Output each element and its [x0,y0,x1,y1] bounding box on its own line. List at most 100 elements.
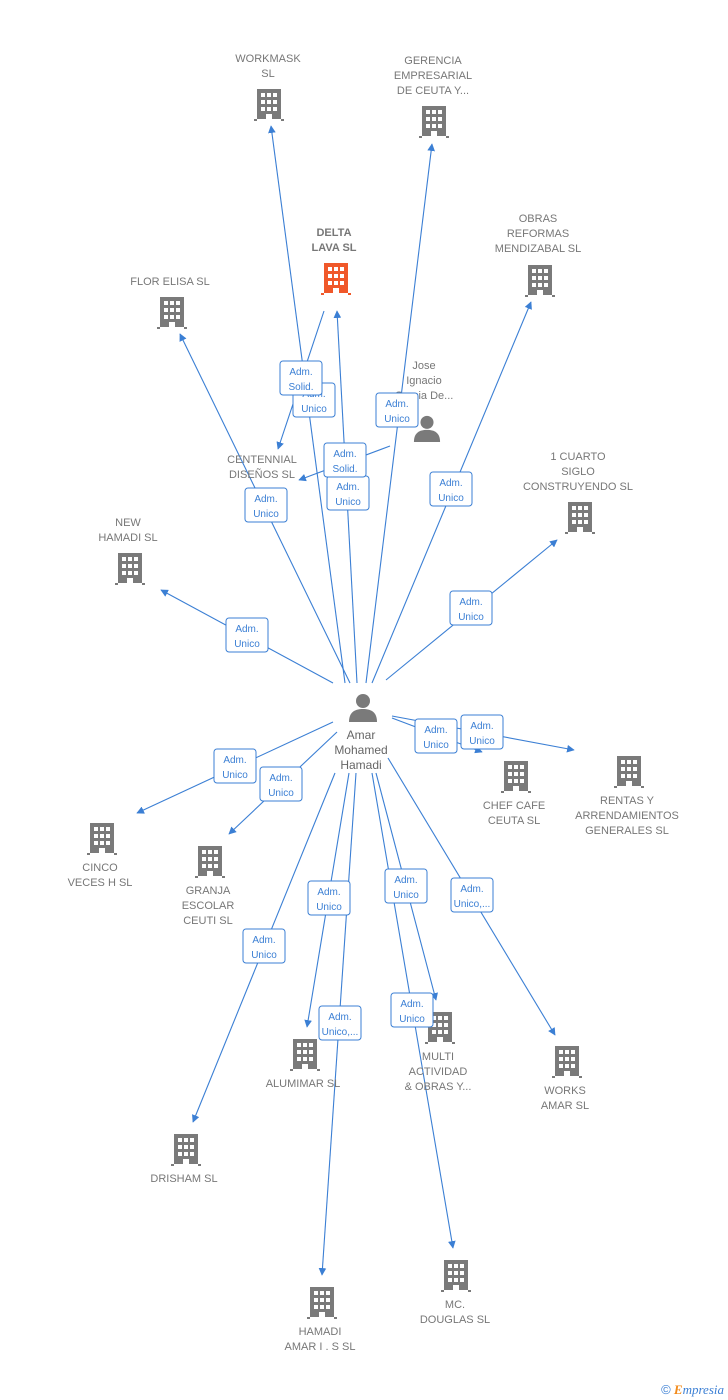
node-label-line: WORKMASK [235,53,301,65]
role-badge[interactable]: Adm. Unico [242,928,286,964]
building-icon [115,553,145,585]
role-badge[interactable]: Adm.Solid. [323,442,367,478]
role-text: Adm.Unico [469,721,495,747]
role-badge-frame [375,392,419,428]
node-label-line: Ignacio [406,375,441,387]
role-text-line: Adm. [317,887,340,898]
node-label: DELTA LAVA SL [311,227,356,254]
node-flor[interactable]: FLOR ELISA SL [130,276,210,329]
node-drisham[interactable]: DRISHAM SL [150,1134,218,1185]
node-label: DRISHAM SL [150,1173,217,1185]
role-text: Adm. Unico [251,935,277,961]
role-text-line: Adm. [235,624,258,635]
role-badge[interactable]: Adm.Unico [449,590,493,626]
role-badge[interactable]: Adm.Unico [460,714,504,750]
role-text-line: Unico [438,493,464,504]
role-badge[interactable]: Adm.Unico [213,748,257,784]
role-badge[interactable]: Adm.Unico [384,868,428,904]
role-text-line: Solid. [288,382,313,393]
node-label-line: MC. [445,1299,465,1311]
role-text-line: Unico [253,509,279,520]
role-text: Adm.Unico [253,494,279,520]
node-alumimar[interactable]: ALUMIMAR SL [266,1039,341,1090]
building-icon [525,265,555,297]
node-label-line: ALUMIMAR SL [266,1078,341,1090]
role-text-line: Unico [268,788,294,799]
role-text-line: Adm. [470,721,493,732]
node-label-line: CEUTI SL [183,915,233,927]
role-badge-frame [279,360,323,396]
role-badge-frame [449,590,493,626]
node-mc[interactable]: MC.DOUGLAS SL [420,1260,490,1326]
role-badge[interactable]: Adm.Unico [259,766,303,802]
node-label-line: CONSTRUYENDO SL [523,481,633,493]
role-badge-frame [259,766,303,802]
role-text-line: Unico [399,1014,425,1025]
node-delta[interactable]: DELTA LAVA SL [311,227,357,295]
node-label-line: NEW [115,517,141,529]
role-text-line: Adm. [439,478,462,489]
role-badge-frame [244,487,288,523]
role-text-line: Unico [222,770,248,781]
role-badge-frame [225,617,269,653]
role-badge[interactable]: Adm.Unico [326,475,370,511]
building-icon [157,297,187,329]
role-text-line: Adm. [289,367,312,378]
node-label-line: LAVA SL [311,242,356,254]
role-badge-frame [460,714,504,750]
node-label-line: DELTA [316,227,351,239]
role-badge[interactable]: Adm.Unico,... [450,877,494,913]
building-icon [552,1046,582,1078]
role-text-line: Unico [393,890,419,901]
node-label: FLOR ELISA SL [130,276,209,288]
brand-name: mpresia [682,1382,724,1397]
node-label-line: VECES H SL [68,877,133,889]
role-text: Adm.Unico [458,597,484,623]
role-badge-frame [213,748,257,784]
role-text-line: Unico [301,404,327,415]
role-text: Adm.Unico [316,887,342,913]
role-badge[interactable]: Adm.Unico [244,487,288,523]
node-label-line: ARRENDAMIENTOS [575,810,679,822]
role-text-line: Unico [335,497,361,508]
brand-initial: E [673,1382,683,1397]
building-icon [290,1039,320,1071]
role-badge[interactable]: Adm.Unico,... [318,1005,362,1041]
role-badge-frame [323,442,367,478]
role-badge[interactable]: Adm.Unico [375,392,419,428]
role-badge[interactable]: Adm. Solid. [279,360,323,396]
role-badge[interactable]: Adm.Unico [390,992,434,1028]
brand-footer: © Empresia [661,1382,724,1398]
node-label-line: & OBRAS Y... [405,1081,472,1093]
node-label-line: DE CEUTA Y... [397,85,469,97]
role-text-line: Adm. [459,597,482,608]
role-badge[interactable]: Adm.Unico [225,617,269,653]
role-text-line: Adm. [252,935,275,946]
building-icon [501,761,531,793]
role-badge[interactable]: Adm.Unico [414,718,458,754]
role-text-line: Unico [251,950,277,961]
role-badge[interactable]: Adm. Unico [429,471,473,507]
role-badge[interactable]: Adm.Unico [307,880,351,916]
node-label-line: RENTAS Y [600,795,655,807]
